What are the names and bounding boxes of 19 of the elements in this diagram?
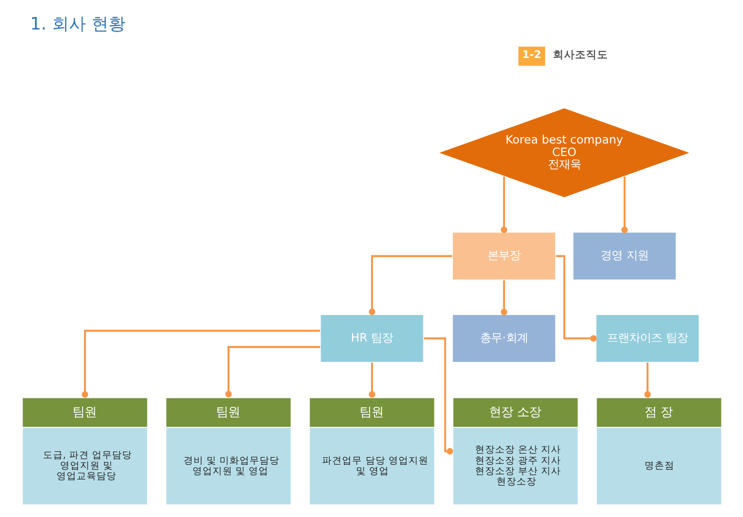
node-box: HR 팀장	[319, 314, 424, 363]
connector	[500, 280, 507, 316]
node-box: 경영 지원	[572, 232, 676, 280]
connector	[368, 362, 375, 398]
node-box: 프랜차이즈 팀장	[594, 314, 700, 363]
node-box: 총무·회계	[451, 314, 556, 363]
label: 회사조직도	[552, 48, 608, 61]
label: 1-2	[522, 48, 541, 61]
node-diamond: Korea best company CEO 전재욱	[436, 107, 692, 198]
connector	[500, 176, 507, 234]
connector	[424, 337, 453, 455]
connector	[555, 255, 596, 342]
connector	[644, 362, 650, 398]
diagram-title: 1. 회사 현황	[30, 14, 125, 35]
connector	[224, 346, 320, 398]
connector	[620, 176, 628, 234]
connector	[368, 255, 452, 316]
connector	[81, 330, 320, 398]
node-box: 본부장	[451, 232, 556, 280]
